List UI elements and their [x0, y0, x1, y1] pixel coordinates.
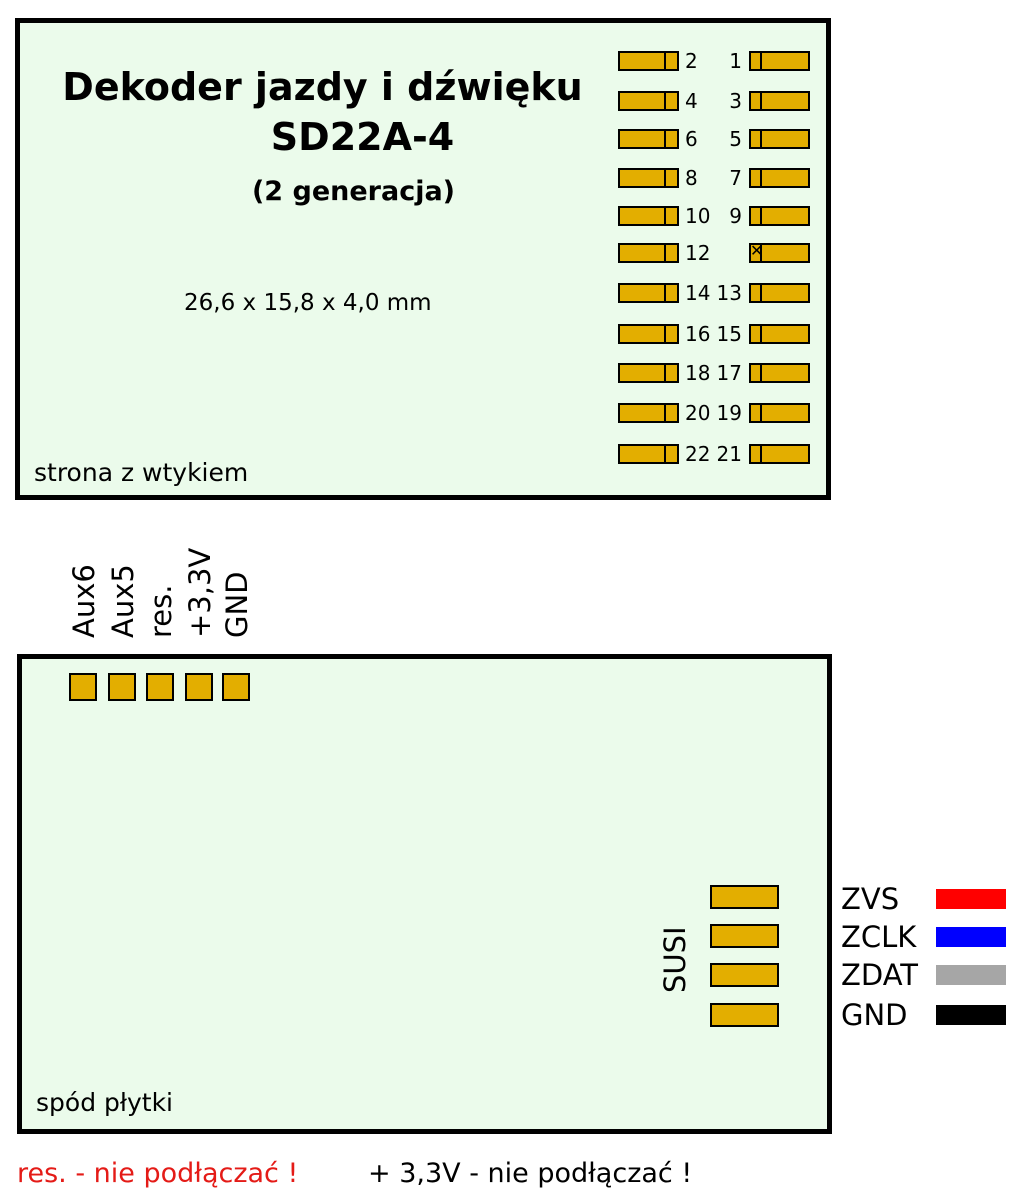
- pin-pad: [618, 168, 679, 188]
- pin-pad: [749, 168, 810, 188]
- pin-number: 13: [716, 281, 742, 305]
- pin-number: 19: [716, 401, 742, 425]
- pin-pad: [618, 206, 679, 226]
- top-board: [15, 18, 831, 500]
- pin-pad: [749, 403, 810, 423]
- pin-number: 12: [685, 241, 711, 265]
- pin-number: 21: [716, 442, 742, 466]
- decoder-title: Dekoder jazdy i dźwięku: [62, 65, 583, 109]
- pin-number: 5: [729, 127, 742, 151]
- susi-pad: [710, 885, 779, 909]
- aux-pad: [146, 673, 174, 701]
- wire-color-swatch: [936, 1005, 1006, 1025]
- v33-warning: + 3,3V - nie podłączać !: [368, 1158, 693, 1189]
- bottom-board: [17, 654, 832, 1134]
- pin-pad: [749, 91, 810, 111]
- pin-pad: [618, 403, 679, 423]
- pin-number: 4: [685, 89, 698, 113]
- connector-side-label: strona z wtykiem: [34, 458, 249, 487]
- pin-number: 22: [685, 442, 711, 466]
- pin-number: 20: [685, 401, 711, 425]
- aux-pad: [108, 673, 136, 701]
- susi-pad: [710, 1003, 779, 1027]
- pin-number: 1: [729, 49, 742, 73]
- wire-color-swatch: [936, 965, 1006, 985]
- pin-pad: [618, 324, 679, 344]
- pin-pad: [618, 91, 679, 111]
- pin-pad-unused: [749, 241, 810, 263]
- pin-number: 8: [685, 166, 698, 190]
- pin-number: 18: [685, 361, 711, 385]
- decoder-dimensions: 26,6 x 15,8 x 4,0 mm: [184, 290, 432, 316]
- wire-label: GND: [841, 998, 908, 1032]
- decoder-generation: (2 generacja): [251, 176, 456, 207]
- pin-number: 16: [685, 322, 711, 346]
- pin-number: 7: [729, 166, 742, 190]
- pin-number: 3: [729, 89, 742, 113]
- pin-pad: [618, 51, 679, 71]
- pin-pad: [749, 51, 810, 71]
- pin-pad: [618, 129, 679, 149]
- bottom-side-label: spód płytki: [36, 1088, 173, 1117]
- pin-pad: [749, 324, 810, 344]
- wire-label: ZCLK: [841, 920, 917, 954]
- pin-pad: [618, 283, 679, 303]
- pin-pad: [749, 363, 810, 383]
- wire-label: ZDAT: [841, 958, 918, 992]
- pin-pad: [749, 444, 810, 464]
- aux-pad: [69, 673, 97, 701]
- pin-pad: [749, 129, 810, 149]
- res-warning: res. - nie podłączać !: [17, 1158, 299, 1189]
- susi-pad: [710, 924, 779, 948]
- pin-pad: [618, 444, 679, 464]
- pin-number: 2: [685, 49, 698, 73]
- susi-pad: [710, 963, 779, 987]
- pin-pad: [618, 363, 679, 383]
- aux-pad: [222, 673, 250, 701]
- pin-pad: [749, 283, 810, 303]
- wire-color-swatch: [936, 889, 1006, 909]
- wire-label: ZVS: [841, 882, 900, 916]
- pin-number: 10: [685, 204, 711, 228]
- decoder-model: SD22A-4: [270, 115, 455, 159]
- wire-color-swatch: [936, 927, 1006, 947]
- pin-number: 14: [685, 281, 711, 305]
- pin-number: 17: [716, 361, 742, 385]
- pin-number: 15: [716, 322, 742, 346]
- aux-pad: [185, 673, 213, 701]
- pin-number: 6: [685, 127, 698, 151]
- pin-pad: [749, 206, 810, 226]
- pin-pad: [618, 243, 679, 263]
- pin-number: 9: [729, 204, 742, 228]
